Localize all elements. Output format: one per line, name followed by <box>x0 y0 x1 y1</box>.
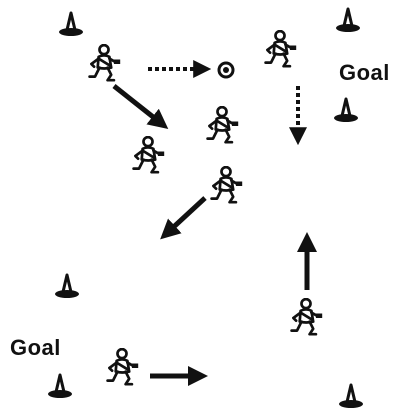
player-icon <box>106 348 140 386</box>
cone-icon <box>334 7 362 34</box>
player-icon <box>206 106 240 144</box>
goal-label-right: Goal <box>339 60 390 85</box>
cone-icon <box>57 11 85 38</box>
player-icon <box>290 298 324 336</box>
player-icon <box>88 44 122 82</box>
cone-icon <box>46 373 74 400</box>
cone-icon <box>53 273 81 300</box>
cone-icon <box>332 97 360 124</box>
player-icon <box>210 166 244 204</box>
player-icon <box>132 136 166 174</box>
run-arrow <box>160 196 207 240</box>
player-icon <box>264 30 298 68</box>
run-arrow <box>112 84 169 129</box>
ball-icon <box>217 61 235 79</box>
cone-icon <box>337 383 365 410</box>
goal-label-left: Goal <box>10 335 61 360</box>
